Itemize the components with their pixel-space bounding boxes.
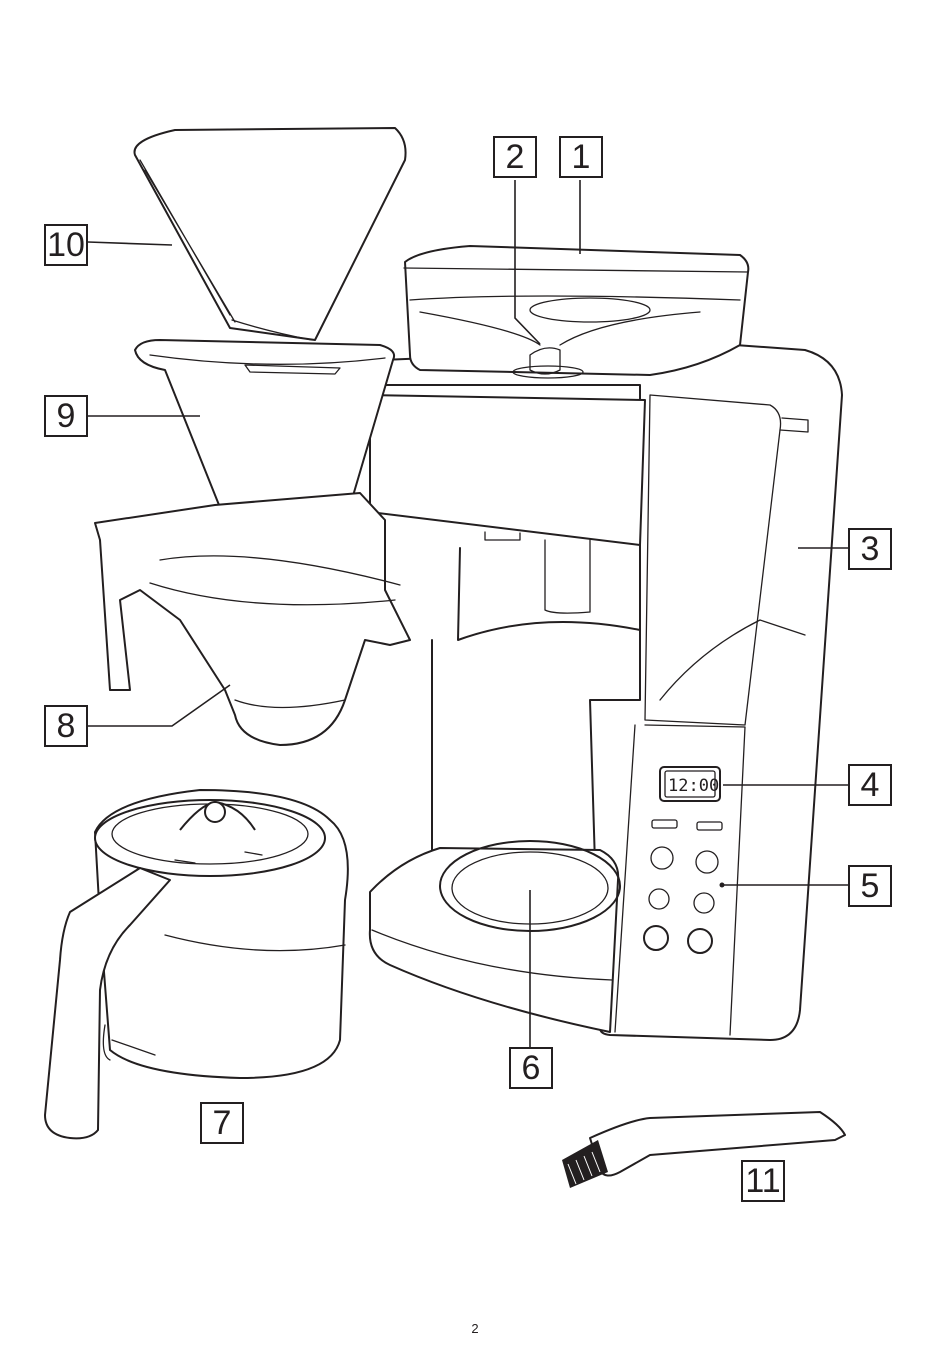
callout-10: 10 <box>44 224 88 266</box>
paper-filter <box>135 128 406 340</box>
callout-9: 9 <box>44 395 88 437</box>
display-time: 12:00 <box>668 776 719 796</box>
callout-8: 8 <box>44 705 88 747</box>
warming-plate <box>370 841 620 1032</box>
callout-1: 1 <box>559 136 603 178</box>
bean-container <box>404 246 748 378</box>
cleaning-brush <box>562 1112 845 1188</box>
callout-11: 11 <box>741 1160 785 1202</box>
button-6 <box>688 929 712 953</box>
callout-3: 3 <box>848 528 892 570</box>
button-5 <box>644 926 668 950</box>
callout-7: 7 <box>200 1102 244 1144</box>
callout-4: 4 <box>848 764 892 806</box>
page-number: 2 <box>0 1321 950 1336</box>
carafe <box>45 790 348 1138</box>
callout-2: 2 <box>493 136 537 178</box>
filter-cone <box>95 493 410 745</box>
callout-6: 6 <box>509 1047 553 1089</box>
callout-5: 5 <box>848 865 892 907</box>
